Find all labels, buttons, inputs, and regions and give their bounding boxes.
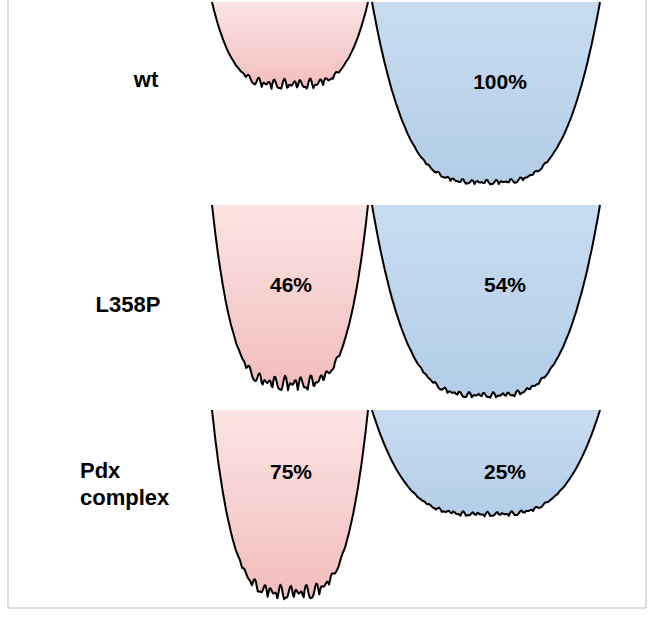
minor-state-well: 75%: [212, 410, 368, 613]
well-outline: [372, 410, 600, 516]
well-fill: [372, 410, 600, 516]
well-shape: [372, 205, 600, 407]
row-label: L358P: [96, 291, 161, 319]
well-outline: [212, 205, 368, 390]
row-label: wt: [134, 66, 158, 94]
well-fill: [372, 2, 600, 184]
population-percent: 100%: [473, 70, 527, 94]
well-shape: [212, 410, 368, 613]
row-label: Pdx complex: [80, 457, 180, 512]
population-percent: 25%: [484, 460, 526, 484]
well-outline: [212, 410, 368, 599]
well-fill: [212, 2, 368, 89]
well-shape: [212, 205, 368, 404]
well-fill: [212, 410, 368, 599]
well-outline: [372, 205, 600, 398]
minor-state-well: 46%: [212, 205, 368, 404]
population-percent: 54%: [484, 273, 526, 297]
major-state-well: 25%: [372, 410, 600, 525]
well-outline: [372, 2, 600, 184]
population-percent: 75%: [270, 460, 312, 484]
major-state-well: 100%: [372, 2, 600, 193]
well-fill: [372, 205, 600, 398]
population-percent: 46%: [270, 273, 312, 297]
well-shape: [372, 2, 600, 193]
well-outline: [212, 2, 368, 89]
well-fill: [212, 205, 368, 390]
frame-line: [8, 0, 646, 608]
major-state-well: 54%: [372, 205, 600, 407]
